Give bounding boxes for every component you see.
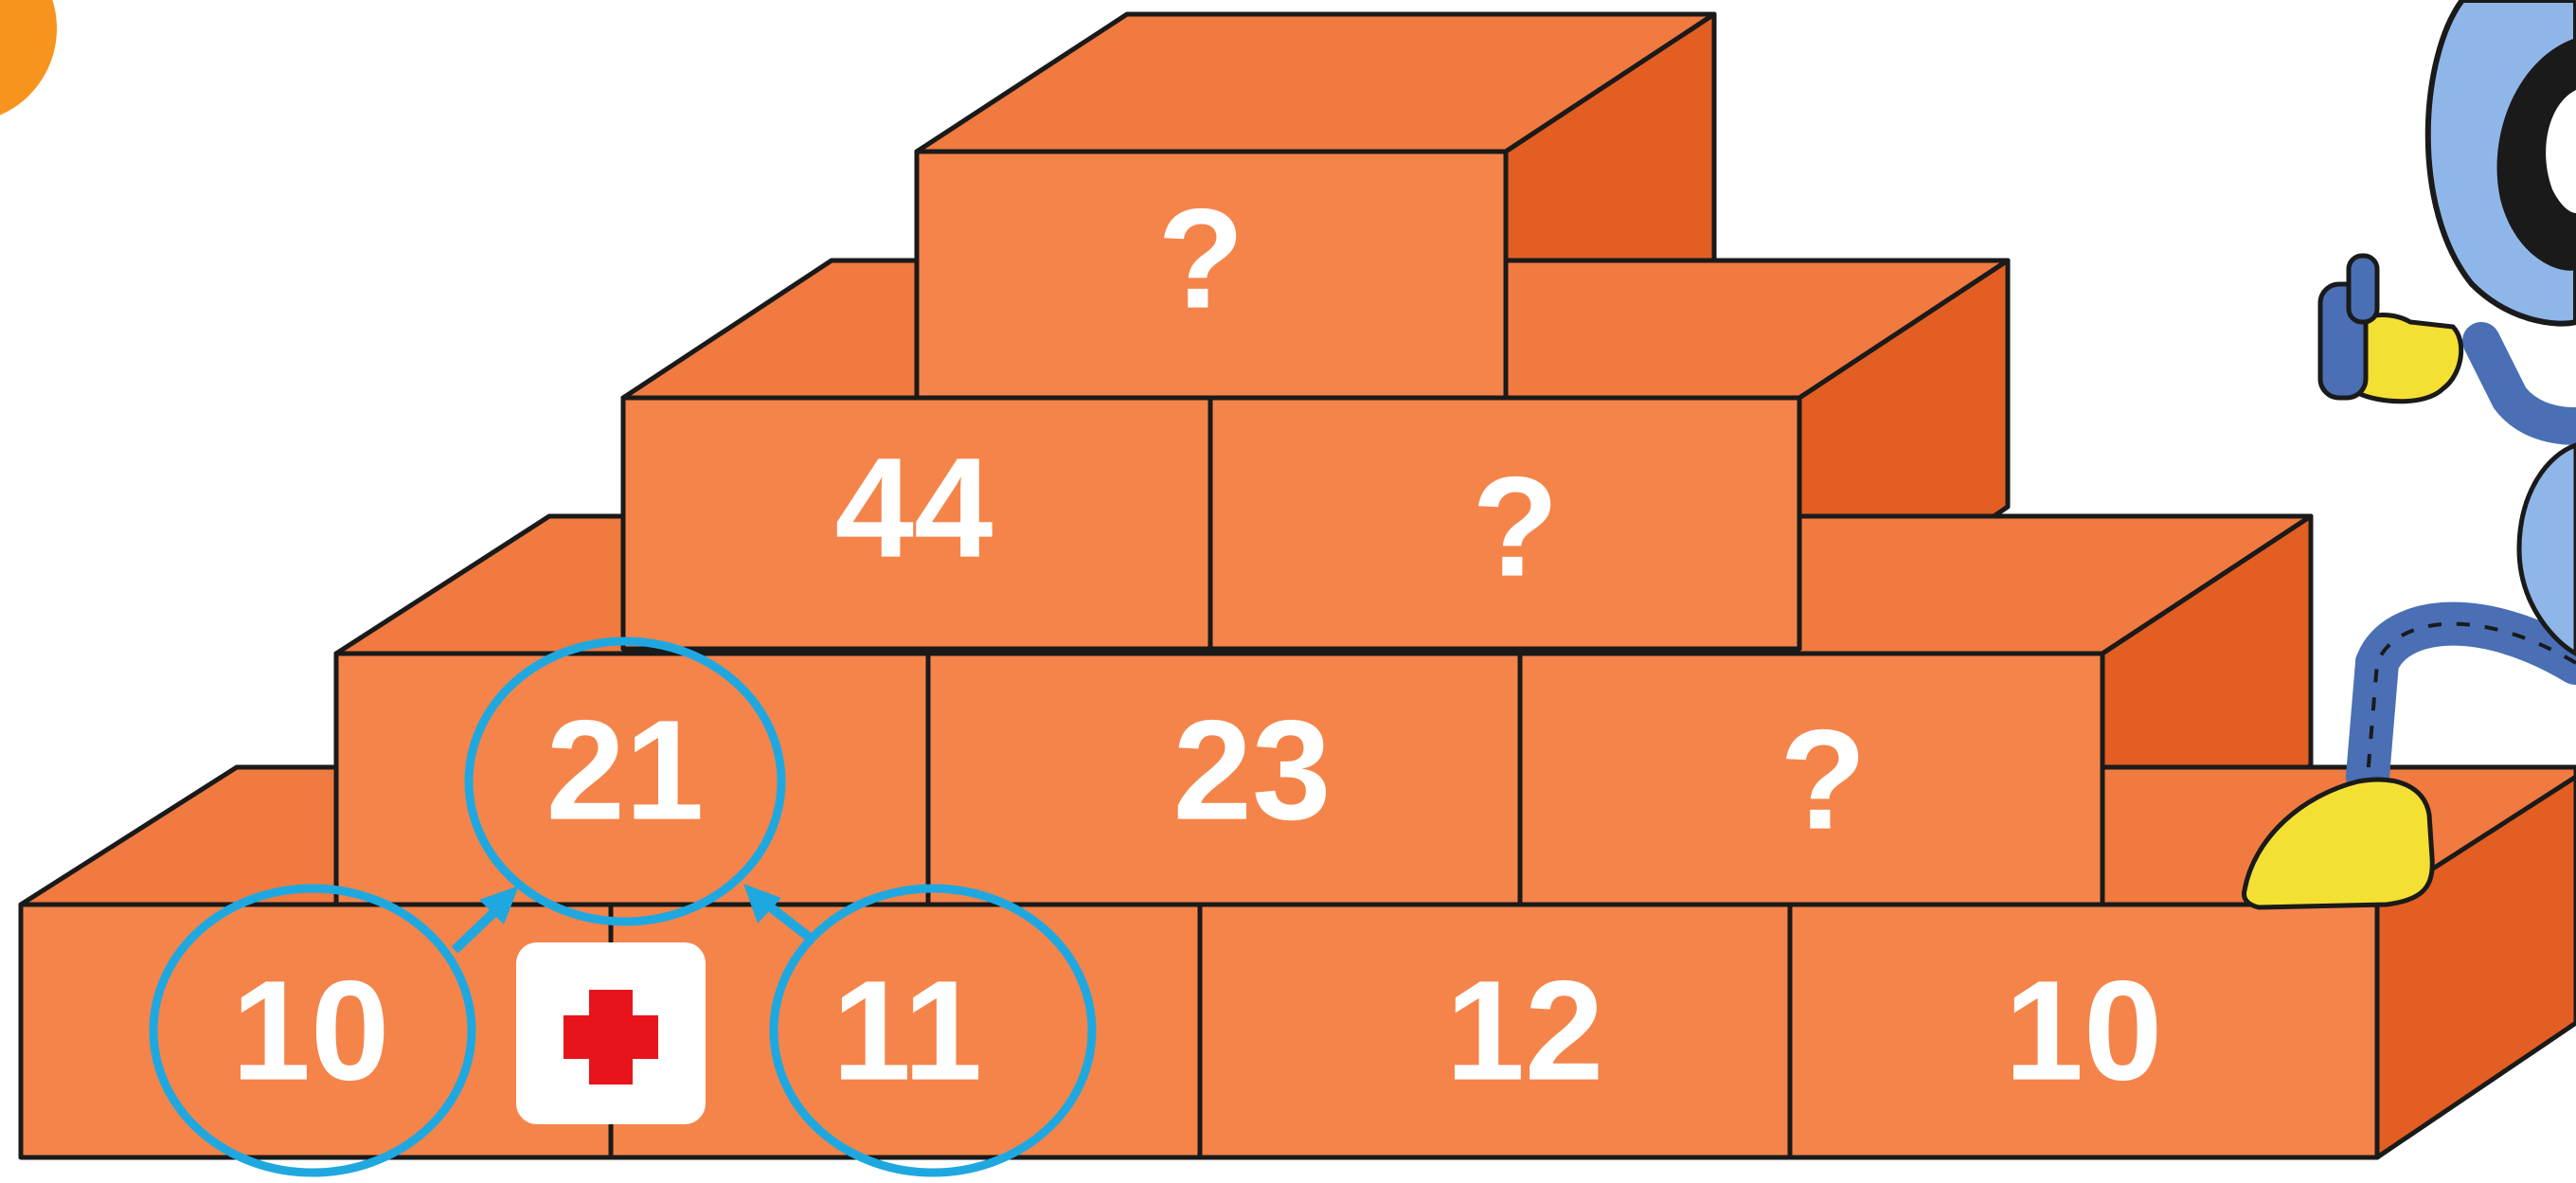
brick-value-overlay: 44: [835, 428, 993, 587]
brick-value-overlay: ?: [1157, 179, 1244, 338]
corner-orange-circle: [0, 0, 57, 123]
brick-value-overlay: ?: [1780, 700, 1867, 859]
brick-value: 10: [232, 951, 390, 1110]
brick-value-overlay: 21: [546, 690, 705, 850]
brick-value: 11: [832, 951, 983, 1110]
brick-row1-4[interactable]: 10: [1790, 905, 2377, 1157]
plus-operator-tile: [516, 942, 706, 1124]
brick-value: 10: [2005, 951, 2163, 1110]
brick-value: 12: [1446, 951, 1604, 1110]
brick-value-overlay: 23: [1173, 690, 1332, 850]
brick-value-overlay: ?: [1472, 447, 1559, 606]
brick-row1-3[interactable]: 12: [1200, 905, 1790, 1157]
